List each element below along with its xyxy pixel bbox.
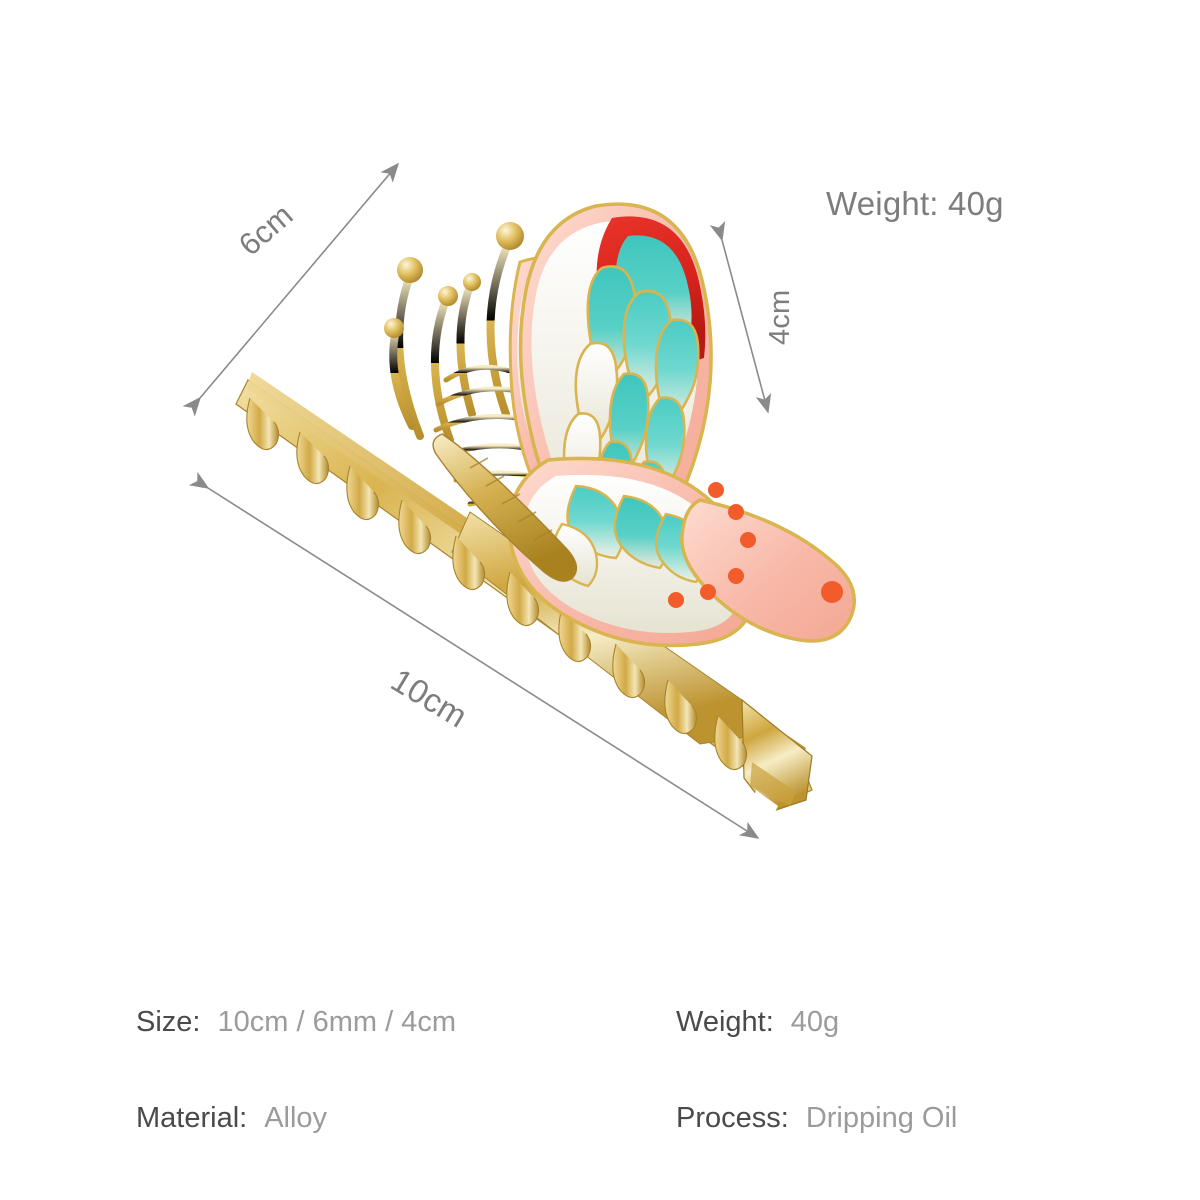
spec-value-weight: 40g (790, 1006, 840, 1038)
spec-label-weight: Weight: (676, 1006, 774, 1038)
spec-process: Process: Dripping Oil (676, 1102, 957, 1135)
dimension-line-10cm (188, 471, 760, 839)
wing-callout-label: 4cm (764, 289, 796, 345)
spec-value-material: Alloy (264, 1102, 328, 1134)
spec-value-size: 10cm / 6mm / 4cm (217, 1006, 456, 1038)
specification-table: Size: 10cm / 6mm / 4cm Weight: 40g Mater… (136, 1006, 1066, 1198)
dimension-line-4cm (709, 220, 772, 414)
dimension-line-6cm (182, 162, 400, 417)
spec-value-process: Dripping Oil (805, 1102, 958, 1134)
spec-size: Size: 10cm / 6mm / 4cm (136, 1006, 676, 1039)
spec-label-material: Material: (136, 1102, 248, 1134)
spec-material: Material: Alloy (136, 1102, 676, 1135)
spec-weight: Weight: 40g (676, 1006, 839, 1039)
spec-label-process: Process: (676, 1102, 789, 1134)
weight-callout-label: Weight: 40g (826, 185, 1004, 222)
spec-row: Size: 10cm / 6mm / 4cm Weight: 40g (136, 1006, 1066, 1102)
spec-row: Material: Alloy Process: Dripping Oil (136, 1102, 1066, 1198)
spec-label-size: Size: (136, 1006, 201, 1038)
